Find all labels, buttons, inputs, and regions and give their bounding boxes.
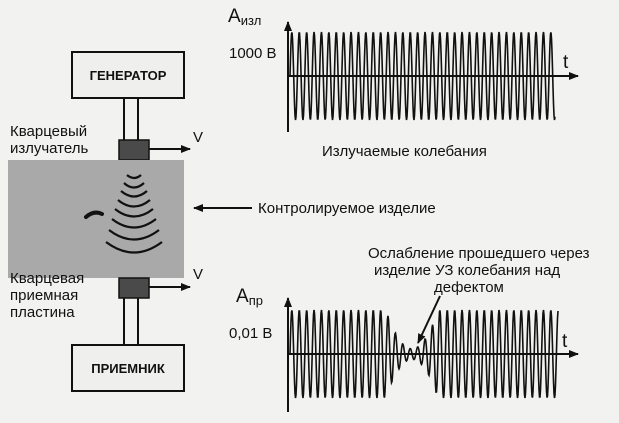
- receiver-plate-label-line3: пластина: [10, 304, 75, 321]
- attenuation-pointer-arrow: [417, 295, 441, 344]
- emitter-velocity-label: V: [193, 129, 203, 146]
- received-waveform: [289, 309, 559, 399]
- generator-label: ГЕНЕРАТОР: [90, 68, 167, 83]
- top-graph-amplitude-label: 1000 В: [229, 45, 277, 62]
- bottom-graph-amplitude-label: 0,01 В: [229, 325, 272, 342]
- top-graph-caption: Излучаемые колебания: [322, 143, 487, 160]
- quartz-emitter: [118, 139, 150, 161]
- emitter-label-line2: излучатель: [10, 140, 88, 157]
- specimen: [8, 160, 184, 278]
- bottom-graph-axis-title: Aпр: [236, 286, 263, 308]
- top-graph-time-label: t: [563, 52, 569, 73]
- quartz-receiver-plate: [118, 277, 150, 299]
- emitter-label-line1: Кварцевый: [10, 123, 87, 140]
- ultrasound-wavefronts: [105, 174, 163, 254]
- generator-box: [71, 51, 185, 99]
- bottom-graph-time-label: t: [562, 331, 568, 352]
- attenuation-annotation-line2: изделие УЗ колебания над: [374, 262, 560, 279]
- receiver-box: [71, 344, 185, 392]
- defect-mark: [84, 210, 104, 219]
- attenuation-annotation-line1: Ослабление прошедшего через: [368, 245, 590, 262]
- attenuation-annotation-line3: дефектом: [434, 279, 504, 296]
- specimen-label: Контролируемое изделие: [258, 200, 436, 217]
- top-graph-axis-title: Aизл: [228, 6, 261, 28]
- emitted-waveform: [289, 31, 556, 121]
- receiver-plate-label-line2: приемная: [10, 287, 78, 304]
- receiver-label: ПРИЕМНИК: [91, 361, 165, 376]
- receiver-velocity-label: V: [193, 266, 203, 283]
- receiver-plate-label-line1: Кварцевая: [10, 270, 84, 287]
